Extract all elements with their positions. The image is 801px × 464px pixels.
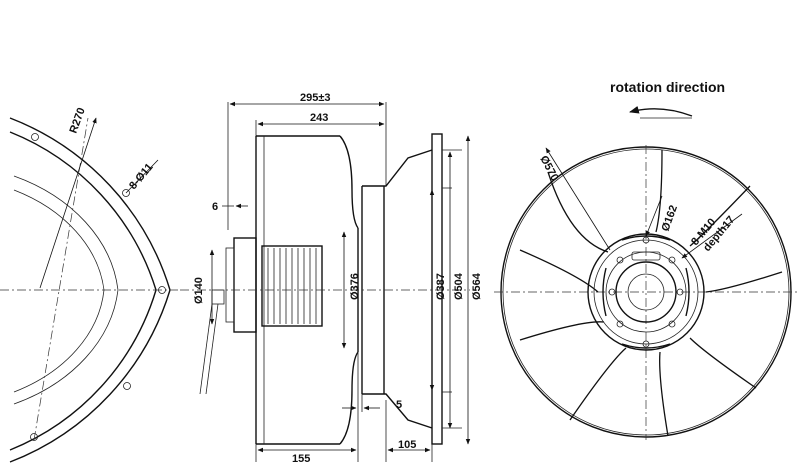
dim-376-label: Ø376 — [349, 273, 361, 300]
dim-295-label: 295±3 — [300, 92, 331, 104]
rotation-direction-label: rotation direction — [610, 79, 725, 95]
cooling-fins-icon — [267, 248, 317, 324]
dim-5-label: 5 — [396, 399, 402, 411]
inlet-ring-view: R270 8-Ø11 — [0, 106, 178, 463]
mounting-hole-icon — [30, 133, 166, 441]
dim-140-label: Ø140 — [193, 277, 205, 304]
dim-162-label: Ø162 — [660, 204, 680, 233]
holes-label: 8-Ø11 — [127, 161, 155, 192]
dim-570-label: Ø570 — [537, 154, 560, 183]
dim-105-label: 105 — [398, 439, 416, 451]
dim-387-label: Ø387 — [435, 273, 447, 300]
side-section-view: 295±3 243 — [180, 92, 483, 464]
rotation-arrow-icon — [629, 105, 693, 117]
dim-243-label: 243 — [310, 112, 328, 124]
impeller-blades — [519, 149, 783, 437]
impeller-front-view: rotation direction — [494, 79, 800, 440]
radius-label: R270 — [68, 106, 88, 135]
dim-155-label: 155 — [292, 453, 310, 464]
dim-6-label: 6 — [212, 201, 218, 213]
dim-564-label: Ø564 — [471, 272, 483, 300]
dim-504-label: Ø504 — [453, 272, 465, 300]
